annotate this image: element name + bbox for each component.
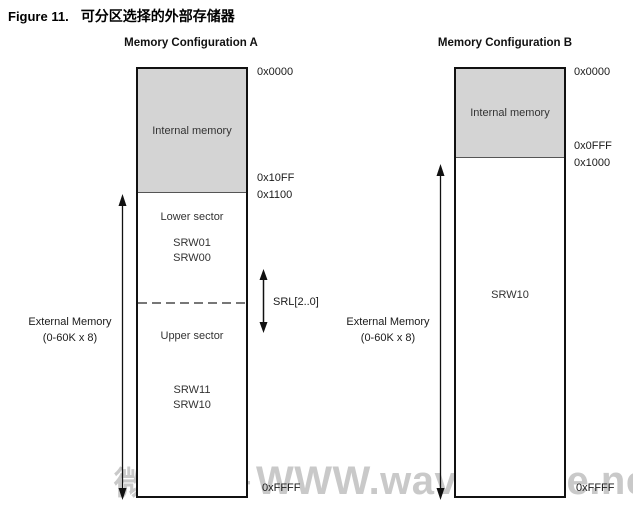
address-label-b-bottom: 0xFFFF <box>576 482 615 494</box>
lower-sector-label: Lower sector <box>160 211 224 223</box>
address-label-b-top: 0x0000 <box>574 66 611 78</box>
external-memory-label-b-line1: External Memory <box>346 316 430 328</box>
external-range-arrow-b <box>436 164 445 500</box>
figure-title: 可分区选择的外部存储器 <box>80 8 235 24</box>
address-label-b-internal-end: 0x0FFF <box>574 140 612 152</box>
upper-sector-reg-srw10: SRW10 <box>173 399 211 411</box>
address-label-a-external-start: 0x1100 <box>257 189 293 201</box>
upper-sector-reg-srw11: SRW11 <box>173 384 211 396</box>
external-memory-label-a-line1: External Memory <box>28 316 112 328</box>
memory-box-a: Internal memory Lower sector SRW01 SRW00… <box>136 67 248 498</box>
address-label-a-bottom: 0xFFFF <box>262 482 301 494</box>
config-a-header: Memory Configuration A <box>124 37 258 49</box>
lower-sector-reg-srw00: SRW00 <box>173 252 211 264</box>
memory-box-b: Internal memory SRW10 <box>454 67 566 498</box>
upper-sector-label: Upper sector <box>160 330 224 342</box>
internal-memory-region-a: Internal memory <box>138 69 246 193</box>
address-label-a-internal-end: 0x10FF <box>257 172 295 184</box>
external-memory-label-b: External Memory (0-60K x 8) <box>336 314 440 346</box>
external-memory-label-a-line2: (0-60K x 8) <box>42 332 98 344</box>
external-memory-label-a: External Memory (0-60K x 8) <box>18 314 122 346</box>
external-region-reg-srw10: SRW10 <box>491 289 529 301</box>
internal-memory-label-a: Internal memory <box>152 124 232 137</box>
config-b-header: Memory Configuration B <box>437 37 573 49</box>
figure-caption: Figure 11. 可分区选择的外部存储器 <box>8 6 235 26</box>
external-range-arrow-a <box>118 194 127 500</box>
address-label-b-external-start: 0x1000 <box>574 157 611 169</box>
internal-memory-label-b: Internal memory <box>470 107 550 119</box>
srl-label: SRL[2..0] <box>273 296 319 308</box>
lower-sector-reg-srw01: SRW01 <box>173 237 211 249</box>
sector-limit-dashed-line <box>138 302 246 304</box>
figure-number: Figure 11. <box>8 9 69 24</box>
internal-memory-region-b: Internal memory <box>456 69 564 158</box>
srl-range-arrow <box>259 269 268 333</box>
address-label-a-top: 0x0000 <box>257 66 294 78</box>
external-memory-label-b-line2: (0-60K x 8) <box>360 332 416 344</box>
watermark-latin-text: WWW.waveshare.net <box>256 459 633 503</box>
